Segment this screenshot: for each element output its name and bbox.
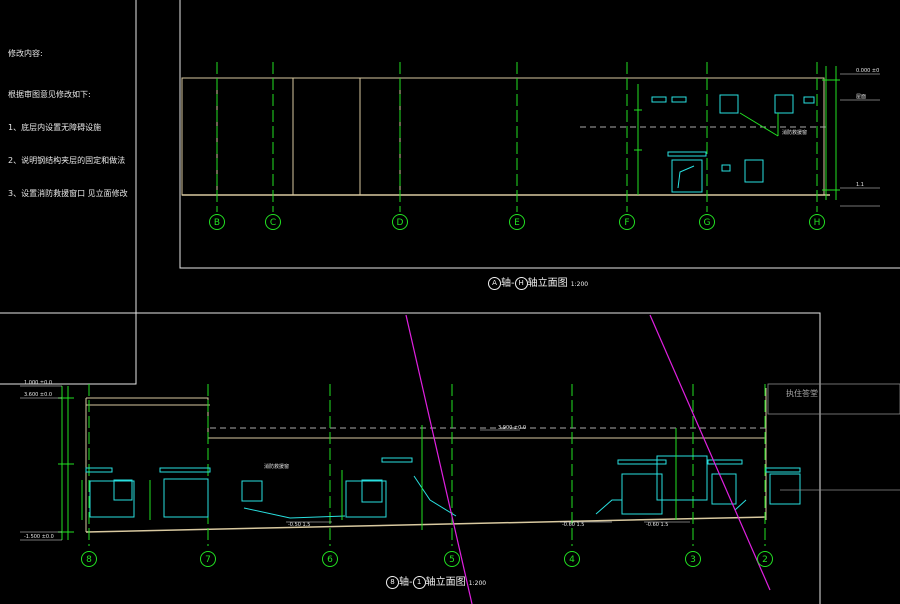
svg-text:1.000 ±0.0: 1.000 ±0.0 [24,380,52,386]
bottom-axis-4: 4 [564,551,580,567]
notes-item-3: 3、设置消防救援窗口 见立面修改 [8,189,128,198]
bottom-axis-3: 3 [685,551,701,567]
svg-text:0.000 ±0: 0.000 ±0 [856,68,879,74]
bottom-axis-5: 5 [444,551,460,567]
notes-item-2: 2、说明钢结构夹层的固定和做法 [8,156,126,165]
svg-text:消防救援窗: 消防救援窗 [264,463,289,470]
bottom-elevation: 1.000 ±0.0 3.600 ±0.0 -1.500 ±0.0 -0.50 … [20,314,900,604]
top-title-axis-a: A [488,276,501,290]
top-axis-c: C [265,214,281,230]
top-title-axis-h: H [514,276,528,290]
bottom-axis-2: 2 [757,551,773,567]
signboard-text: 执住答堂 [786,389,818,398]
top-axis-e: E [509,214,525,230]
svg-text:-0.50 1.5: -0.50 1.5 [288,522,310,528]
bottom-title-axis-8: 8 [386,575,399,589]
svg-text:-0.60 1.5: -0.60 1.5 [562,522,584,528]
bottom-title-scale: 1:200 [468,580,487,587]
bottom-axis-7: 7 [200,551,216,567]
svg-text:3.600 ±0.0: 3.600 ±0.0 [24,392,52,398]
top-axis-d: D [392,214,408,230]
top-title-scale: 1:200 [570,281,589,288]
svg-text:消防救援窗: 消防救援窗 [782,129,807,136]
bottom-axis-6: 6 [322,551,338,567]
svg-text:1.1: 1.1 [856,182,864,188]
bottom-title-axis-1: 1 [412,575,426,589]
top-axis-b: B [209,214,225,230]
notes-item-1: 1、底层内设置无障碍设施 [8,123,102,132]
notes-intro: 根据审图意见修改如下: [8,90,91,99]
top-title-rest: 轴立面图 [527,278,568,289]
top-axis-h: H [809,214,825,230]
bottom-title-sep: 轴- [399,577,413,588]
svg-text:3.900 ±0.0: 3.900 ±0.0 [498,425,526,431]
top-axis-g: G [699,214,715,230]
top-axis-f: F [619,214,635,230]
svg-text:-1.500 ±0.0: -1.500 ±0.0 [24,534,54,540]
top-title-sep: 轴- [501,278,515,289]
bottom-axis-8: 8 [81,551,97,567]
svg-text:-0.60 1.5: -0.60 1.5 [646,522,668,528]
top-elevation: 消防救援窗 0.000 ±0 屋面 1.1 [181,62,880,212]
notes-heading: 修改内容: [8,49,43,58]
bottom-title-rest: 轴立面图 [425,577,466,588]
svg-text:屋面: 屋面 [856,94,866,100]
revision-notes: 修改内容: 根据审图意见修改如下: 1、底层内设置无障碍设施 2、说明钢结构夹层… [8,26,128,210]
